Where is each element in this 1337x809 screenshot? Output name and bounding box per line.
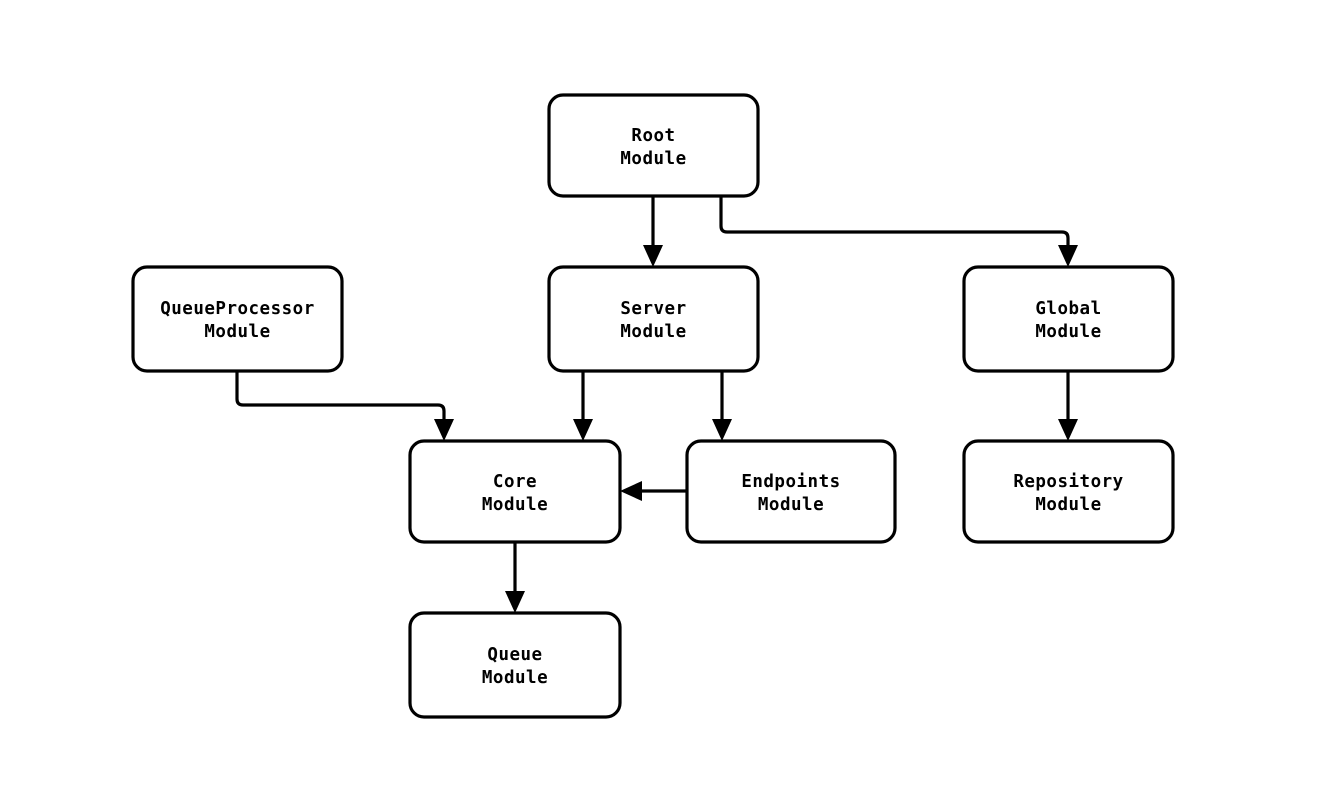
edge-server-to-endpoints bbox=[712, 371, 732, 441]
edge-server-to-endpoints-arrowhead bbox=[712, 419, 732, 441]
node-root[interactable]: Root Module bbox=[547, 93, 760, 198]
node-server-box[interactable] bbox=[547, 265, 760, 373]
edge-server-to-core-arrowhead bbox=[573, 419, 593, 441]
edge-global-to-repository bbox=[1058, 371, 1078, 441]
node-queue-label-line2: Module bbox=[482, 668, 548, 688]
node-repository[interactable]: Repository Module bbox=[962, 439, 1175, 544]
edge-root-to-server bbox=[643, 196, 663, 267]
node-endpoints[interactable]: Endpoints Module bbox=[685, 439, 897, 544]
node-queue-box[interactable] bbox=[408, 611, 622, 719]
node-core[interactable]: Core Module bbox=[408, 439, 622, 544]
node-queueprocessor-label-line1: QueueProcessor bbox=[160, 299, 315, 319]
edge-queueprocessor-to-core bbox=[235, 371, 454, 441]
node-repository-box[interactable] bbox=[962, 439, 1175, 544]
node-root-label-line2: Module bbox=[620, 149, 686, 169]
node-global-label-line2: Module bbox=[1035, 322, 1101, 342]
edge-endpoints-to-core bbox=[620, 481, 687, 501]
node-server-label-line2: Module bbox=[620, 322, 686, 342]
edge-global-to-repository-arrowhead bbox=[1058, 419, 1078, 441]
edge-root-to-global bbox=[719, 196, 1078, 267]
node-server-label-line1: Server bbox=[620, 299, 686, 319]
edge-root-to-server-arrowhead bbox=[643, 245, 663, 267]
edge-root-to-global-line bbox=[719, 196, 1070, 252]
node-queueprocessor[interactable]: QueueProcessor Module bbox=[131, 265, 344, 373]
node-endpoints-label-line2: Module bbox=[758, 495, 824, 515]
edge-root-to-global-arrowhead bbox=[1058, 245, 1078, 267]
node-queueprocessor-label-line2: Module bbox=[204, 322, 270, 342]
node-core-label-line2: Module bbox=[482, 495, 548, 515]
node-queueprocessor-box[interactable] bbox=[131, 265, 344, 373]
edge-endpoints-to-core-arrowhead bbox=[620, 481, 642, 501]
edge-layer bbox=[235, 196, 1078, 613]
node-core-label-line1: Core bbox=[493, 472, 537, 492]
node-endpoints-label-line1: Endpoints bbox=[741, 472, 840, 492]
node-repository-label-line2: Module bbox=[1035, 495, 1101, 515]
edge-core-to-queue bbox=[505, 542, 525, 613]
edge-queueprocessor-to-core-line bbox=[235, 371, 446, 426]
node-endpoints-box[interactable] bbox=[685, 439, 897, 544]
node-queue-label-line1: Queue bbox=[487, 645, 542, 665]
node-root-label-line1: Root bbox=[631, 126, 675, 146]
edge-server-to-core bbox=[573, 371, 593, 441]
node-queue[interactable]: Queue Module bbox=[408, 611, 622, 719]
node-layer: Root Module QueueProcessor Module Server… bbox=[131, 93, 1175, 719]
node-global-box[interactable] bbox=[962, 265, 1175, 373]
node-server[interactable]: Server Module bbox=[547, 265, 760, 373]
node-global-label-line1: Global bbox=[1035, 299, 1101, 319]
node-core-box[interactable] bbox=[408, 439, 622, 544]
node-global[interactable]: Global Module bbox=[962, 265, 1175, 373]
node-root-box[interactable] bbox=[547, 93, 760, 198]
edge-core-to-queue-arrowhead bbox=[505, 591, 525, 613]
node-repository-label-line1: Repository bbox=[1013, 472, 1123, 492]
edge-queueprocessor-to-core-arrowhead bbox=[434, 419, 454, 441]
